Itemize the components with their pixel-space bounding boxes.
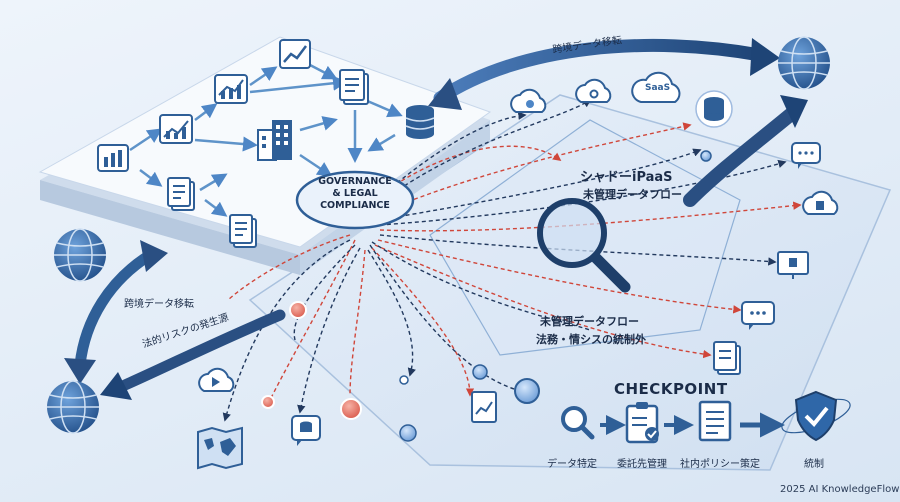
hub-label-line2: & LEGAL xyxy=(332,188,378,199)
step-clipboard-icon xyxy=(625,402,659,444)
shield-check-icon xyxy=(781,390,851,442)
unmanaged-flow-label: 未管理データフロー xyxy=(540,315,639,328)
unmanaged-flows xyxy=(222,99,802,422)
cloud-saas-icon xyxy=(631,71,681,103)
cloud-api-icon xyxy=(510,88,547,113)
governance-hub xyxy=(295,170,415,230)
footer-credit: 2025 AI KnowledgeFlow xyxy=(780,484,900,495)
step-policy-doc-icon xyxy=(698,400,732,442)
document-icon xyxy=(229,214,257,248)
database-icon xyxy=(695,90,733,128)
flow-node-blue xyxy=(472,364,488,380)
cloud-play-icon xyxy=(198,367,235,392)
chat-bubble-icon xyxy=(791,142,821,169)
world-map-icon xyxy=(197,426,243,470)
flow-node-blue xyxy=(399,375,409,385)
shadow-ipaas-subtitle: 未管理データフロー xyxy=(583,188,682,201)
hub-label-line3: COMPLIANCE xyxy=(320,200,390,211)
globe-icon xyxy=(47,380,99,434)
step-label-vendor: 委託先管理 xyxy=(617,459,667,470)
flow-node-red xyxy=(340,398,362,420)
cloud-upload-icon xyxy=(802,190,839,215)
hub-label: GOVERNANCE & LEGAL COMPLIANCE xyxy=(300,176,410,212)
hub-label-line1: GOVERNANCE xyxy=(318,176,392,187)
step-label-control: 統制 xyxy=(804,459,824,470)
shadow-ipaas-title: シャドーiPaaS xyxy=(580,170,673,185)
chart-doc-icon xyxy=(97,144,129,172)
office-building-icon xyxy=(257,120,292,161)
globe-icon xyxy=(54,228,106,282)
globe-icon xyxy=(778,36,830,90)
flow-node-blue xyxy=(399,424,417,442)
platform-connectors xyxy=(129,63,403,217)
right-migration-arrow xyxy=(683,108,797,207)
checkpoint-title: CHECKPOINT xyxy=(614,380,728,398)
step-label-policy: 社内ポリシー策定 xyxy=(680,459,760,470)
left-migration-label: 跨境データ移転 xyxy=(124,299,194,310)
flow-node-blue xyxy=(514,378,540,404)
step-label-identify: データ特定 xyxy=(547,459,597,470)
chat-database-icon xyxy=(291,415,321,446)
document-transfer-icon xyxy=(713,341,741,375)
document-icon xyxy=(339,69,369,105)
flow-node-blue xyxy=(700,150,712,162)
top-migration-arrow xyxy=(433,38,767,105)
legal-risk-arrow xyxy=(119,309,286,391)
document-icon xyxy=(167,177,195,211)
database-icon xyxy=(405,105,435,139)
monitor-icon xyxy=(777,251,809,279)
chat-bubble-icon xyxy=(741,301,775,330)
cloud-gear-icon xyxy=(575,78,612,103)
flow-node-red xyxy=(261,395,275,409)
chart-document-icon xyxy=(471,391,497,423)
bar-chart-icon xyxy=(159,114,193,144)
magnifier-icon xyxy=(537,198,631,293)
step-search-icon xyxy=(561,406,595,440)
trend-chart-icon xyxy=(279,39,311,69)
outside-control-label: 法務・情シスの統制外 xyxy=(536,333,646,346)
saas-label: SaaS xyxy=(645,83,671,93)
bar-chart-icon xyxy=(214,74,248,104)
flow-node-red xyxy=(289,301,307,319)
left-migration-arrow xyxy=(74,249,156,371)
